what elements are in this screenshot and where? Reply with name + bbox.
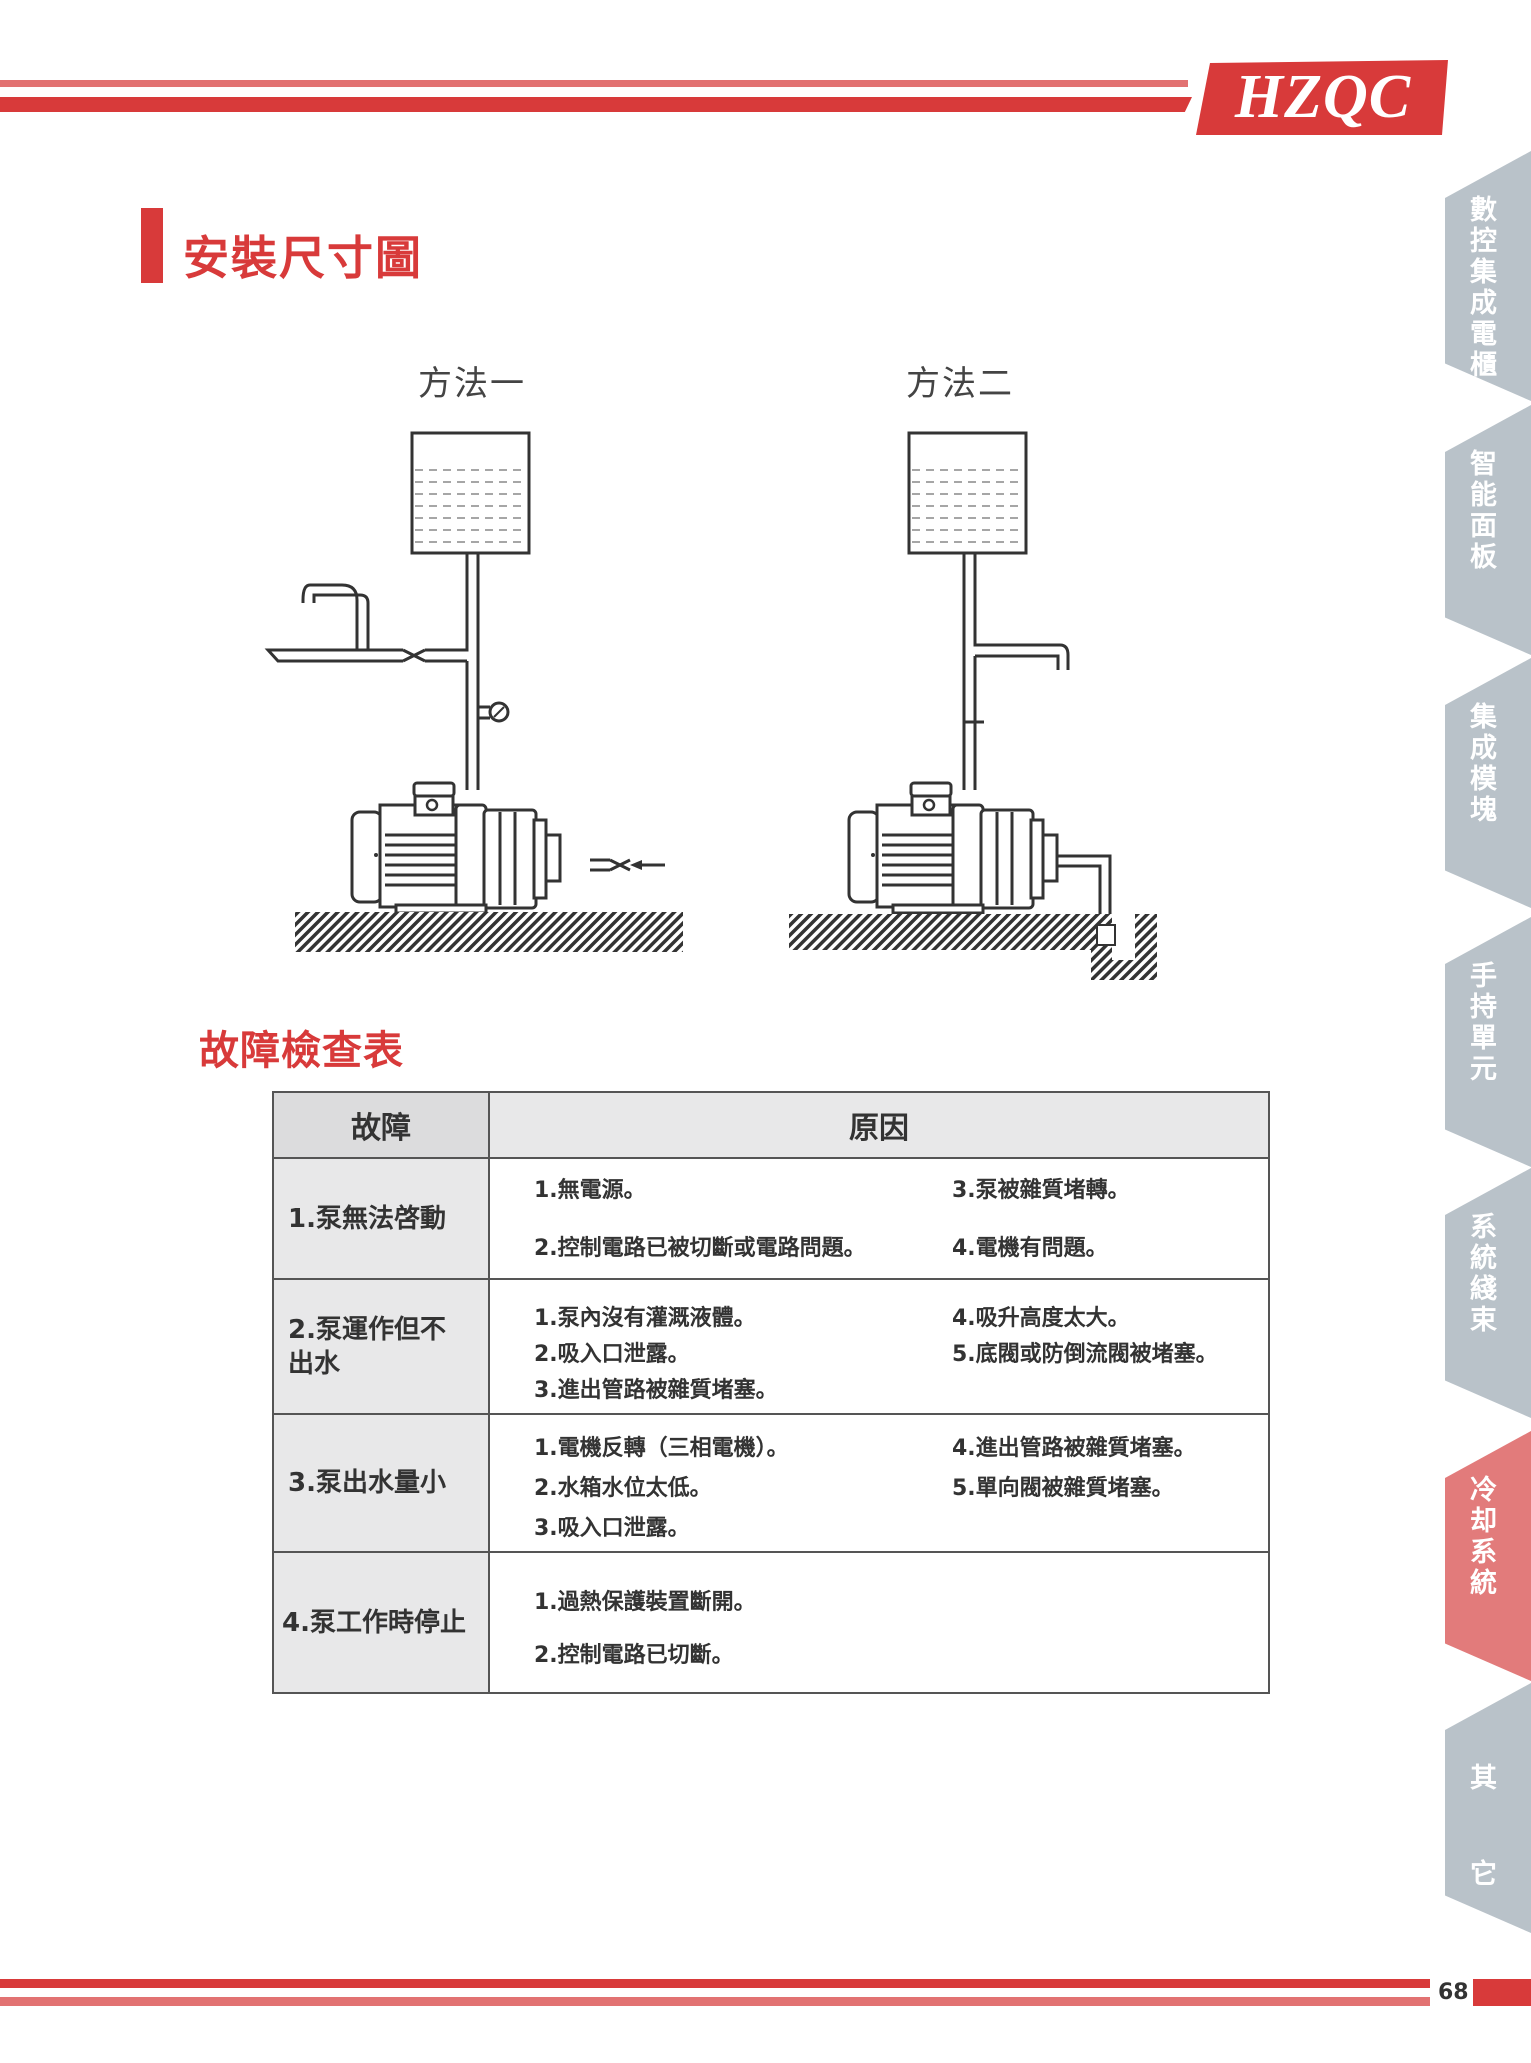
side-tab-label: 手持單元: [1465, 961, 1496, 1085]
fault-cell: 2.泵運作但不出水: [272, 1278, 490, 1415]
side-tab-other[interactable]: 其 它: [1445, 1683, 1531, 1933]
header-rule-dark: [0, 97, 1192, 112]
table-row: 2.泵運作但不出水 1.泵內沒有灌溉液體。 2.吸入口泄露。 3.進出管路被雜質堵塞…: [272, 1278, 1270, 1415]
brand-logo: HZQC: [1196, 60, 1450, 135]
cause-item: 2.控制電路已被切斷或電路問題。: [534, 1236, 866, 1261]
side-tab-integrated-module[interactable]: 集成模塊: [1445, 658, 1531, 908]
side-tab-label: 其 它: [1465, 1763, 1496, 1917]
side-tab-label: 集成模塊: [1465, 702, 1496, 826]
header-rule-light: [0, 80, 1188, 87]
cause-item: 1.電機反轉（三相電機）。: [534, 1436, 789, 1461]
table-row: 1.泵無法啓動 1.無電源。 2.控制電路已被切斷或電路問題。 3.泵被雜質堵轉。…: [272, 1157, 1270, 1280]
header-fault: 故障: [272, 1091, 490, 1159]
fault-check-table: 故障 原因 1.泵無法啓動 1.無電源。 2.控制電路已被切斷或電路問題。 3.泵…: [272, 1091, 1270, 1694]
fault-cell: 3.泵出水量小: [272, 1413, 490, 1553]
side-tab-cnc-cabinet[interactable]: 數控集成電櫃: [1445, 151, 1531, 401]
cause-item: 2.控制電路已切斷。: [534, 1643, 734, 1668]
fault-table-title: 故障檢查表: [199, 1028, 404, 1074]
cause-cell: 1.無電源。 2.控制電路已被切斷或電路問題。 3.泵被雜質堵轉。 4.電機有問題。: [488, 1157, 1270, 1280]
installation-diagrams: [264, 431, 1157, 980]
table-row: 3.泵出水量小 1.電機反轉（三相電機）。 2.水箱水位太低。 3.吸入口泄露。 4…: [272, 1413, 1270, 1553]
section-title: 安裝尺寸圖: [183, 231, 423, 285]
cause-item: 3.泵被雜質堵轉。: [952, 1178, 1130, 1203]
cause-item: 5.單向閥被雜質堵塞。: [952, 1476, 1174, 1501]
footer-rule-light: [0, 1997, 1430, 2006]
cause-item: 1.無電源。: [534, 1178, 646, 1203]
table-header-row: 故障 原因: [272, 1091, 1270, 1159]
page-number-block: [1473, 1979, 1531, 2006]
cause-item: 1.泵內沒有灌溉液體。: [534, 1306, 756, 1331]
page-number: 68: [1438, 1980, 1469, 2005]
side-tab-system-harness[interactable]: 系統綫束: [1445, 1168, 1531, 1418]
method-2-label: 方法二: [906, 364, 1014, 404]
cause-cell: 1.過熱保護裝置斷開。 2.控制電路已切斷。: [488, 1551, 1270, 1694]
side-tab-handheld-unit[interactable]: 手持單元: [1445, 917, 1531, 1167]
method-1-label: 方法一: [418, 364, 526, 404]
logo-text: HZQC: [1234, 63, 1412, 131]
side-tab-label: 冷却系統: [1465, 1475, 1496, 1599]
cause-cell: 1.電機反轉（三相電機）。 2.水箱水位太低。 3.吸入口泄露。 4.進出管路被雜質…: [488, 1413, 1270, 1553]
table-row: 4.泵工作時停止 1.過熱保護裝置斷開。 2.控制電路已切斷。: [272, 1551, 1270, 1694]
title-accent-bar: [141, 208, 163, 283]
cause-item: 2.水箱水位太低。: [534, 1476, 712, 1501]
cause-item: 4.進出管路被雜質堵塞。: [952, 1436, 1196, 1461]
cause-item: 2.吸入口泄露。: [534, 1342, 690, 1367]
fault-cell: 1.泵無法啓動: [272, 1157, 490, 1280]
header-cause: 原因: [488, 1091, 1270, 1159]
cause-item: 1.過熱保護裝置斷開。: [534, 1590, 756, 1615]
side-tab-cooling-system[interactable]: 冷却系統: [1445, 1431, 1531, 1681]
cause-item: 3.進出管路被雜質堵塞。: [534, 1378, 778, 1403]
side-tab-label: 數控集成電櫃: [1465, 195, 1496, 381]
cause-item: 5.底閥或防倒流閥被堵塞。: [952, 1342, 1218, 1367]
cause-cell: 1.泵內沒有灌溉液體。 2.吸入口泄露。 3.進出管路被雜質堵塞。 4.吸升高度太大…: [488, 1278, 1270, 1415]
side-tab-label: 系統綫束: [1465, 1212, 1496, 1336]
side-tab-label: 智能面板: [1465, 449, 1496, 573]
cause-item: 4.電機有問題。: [952, 1236, 1108, 1261]
footer-rule-dark: [0, 1979, 1430, 1988]
side-tab-smart-panel[interactable]: 智能面板: [1445, 405, 1531, 655]
fault-cell: 4.泵工作時停止: [272, 1551, 490, 1694]
cause-item: 4.吸升高度太大。: [952, 1306, 1130, 1331]
cause-item: 3.吸入口泄露。: [534, 1516, 690, 1541]
